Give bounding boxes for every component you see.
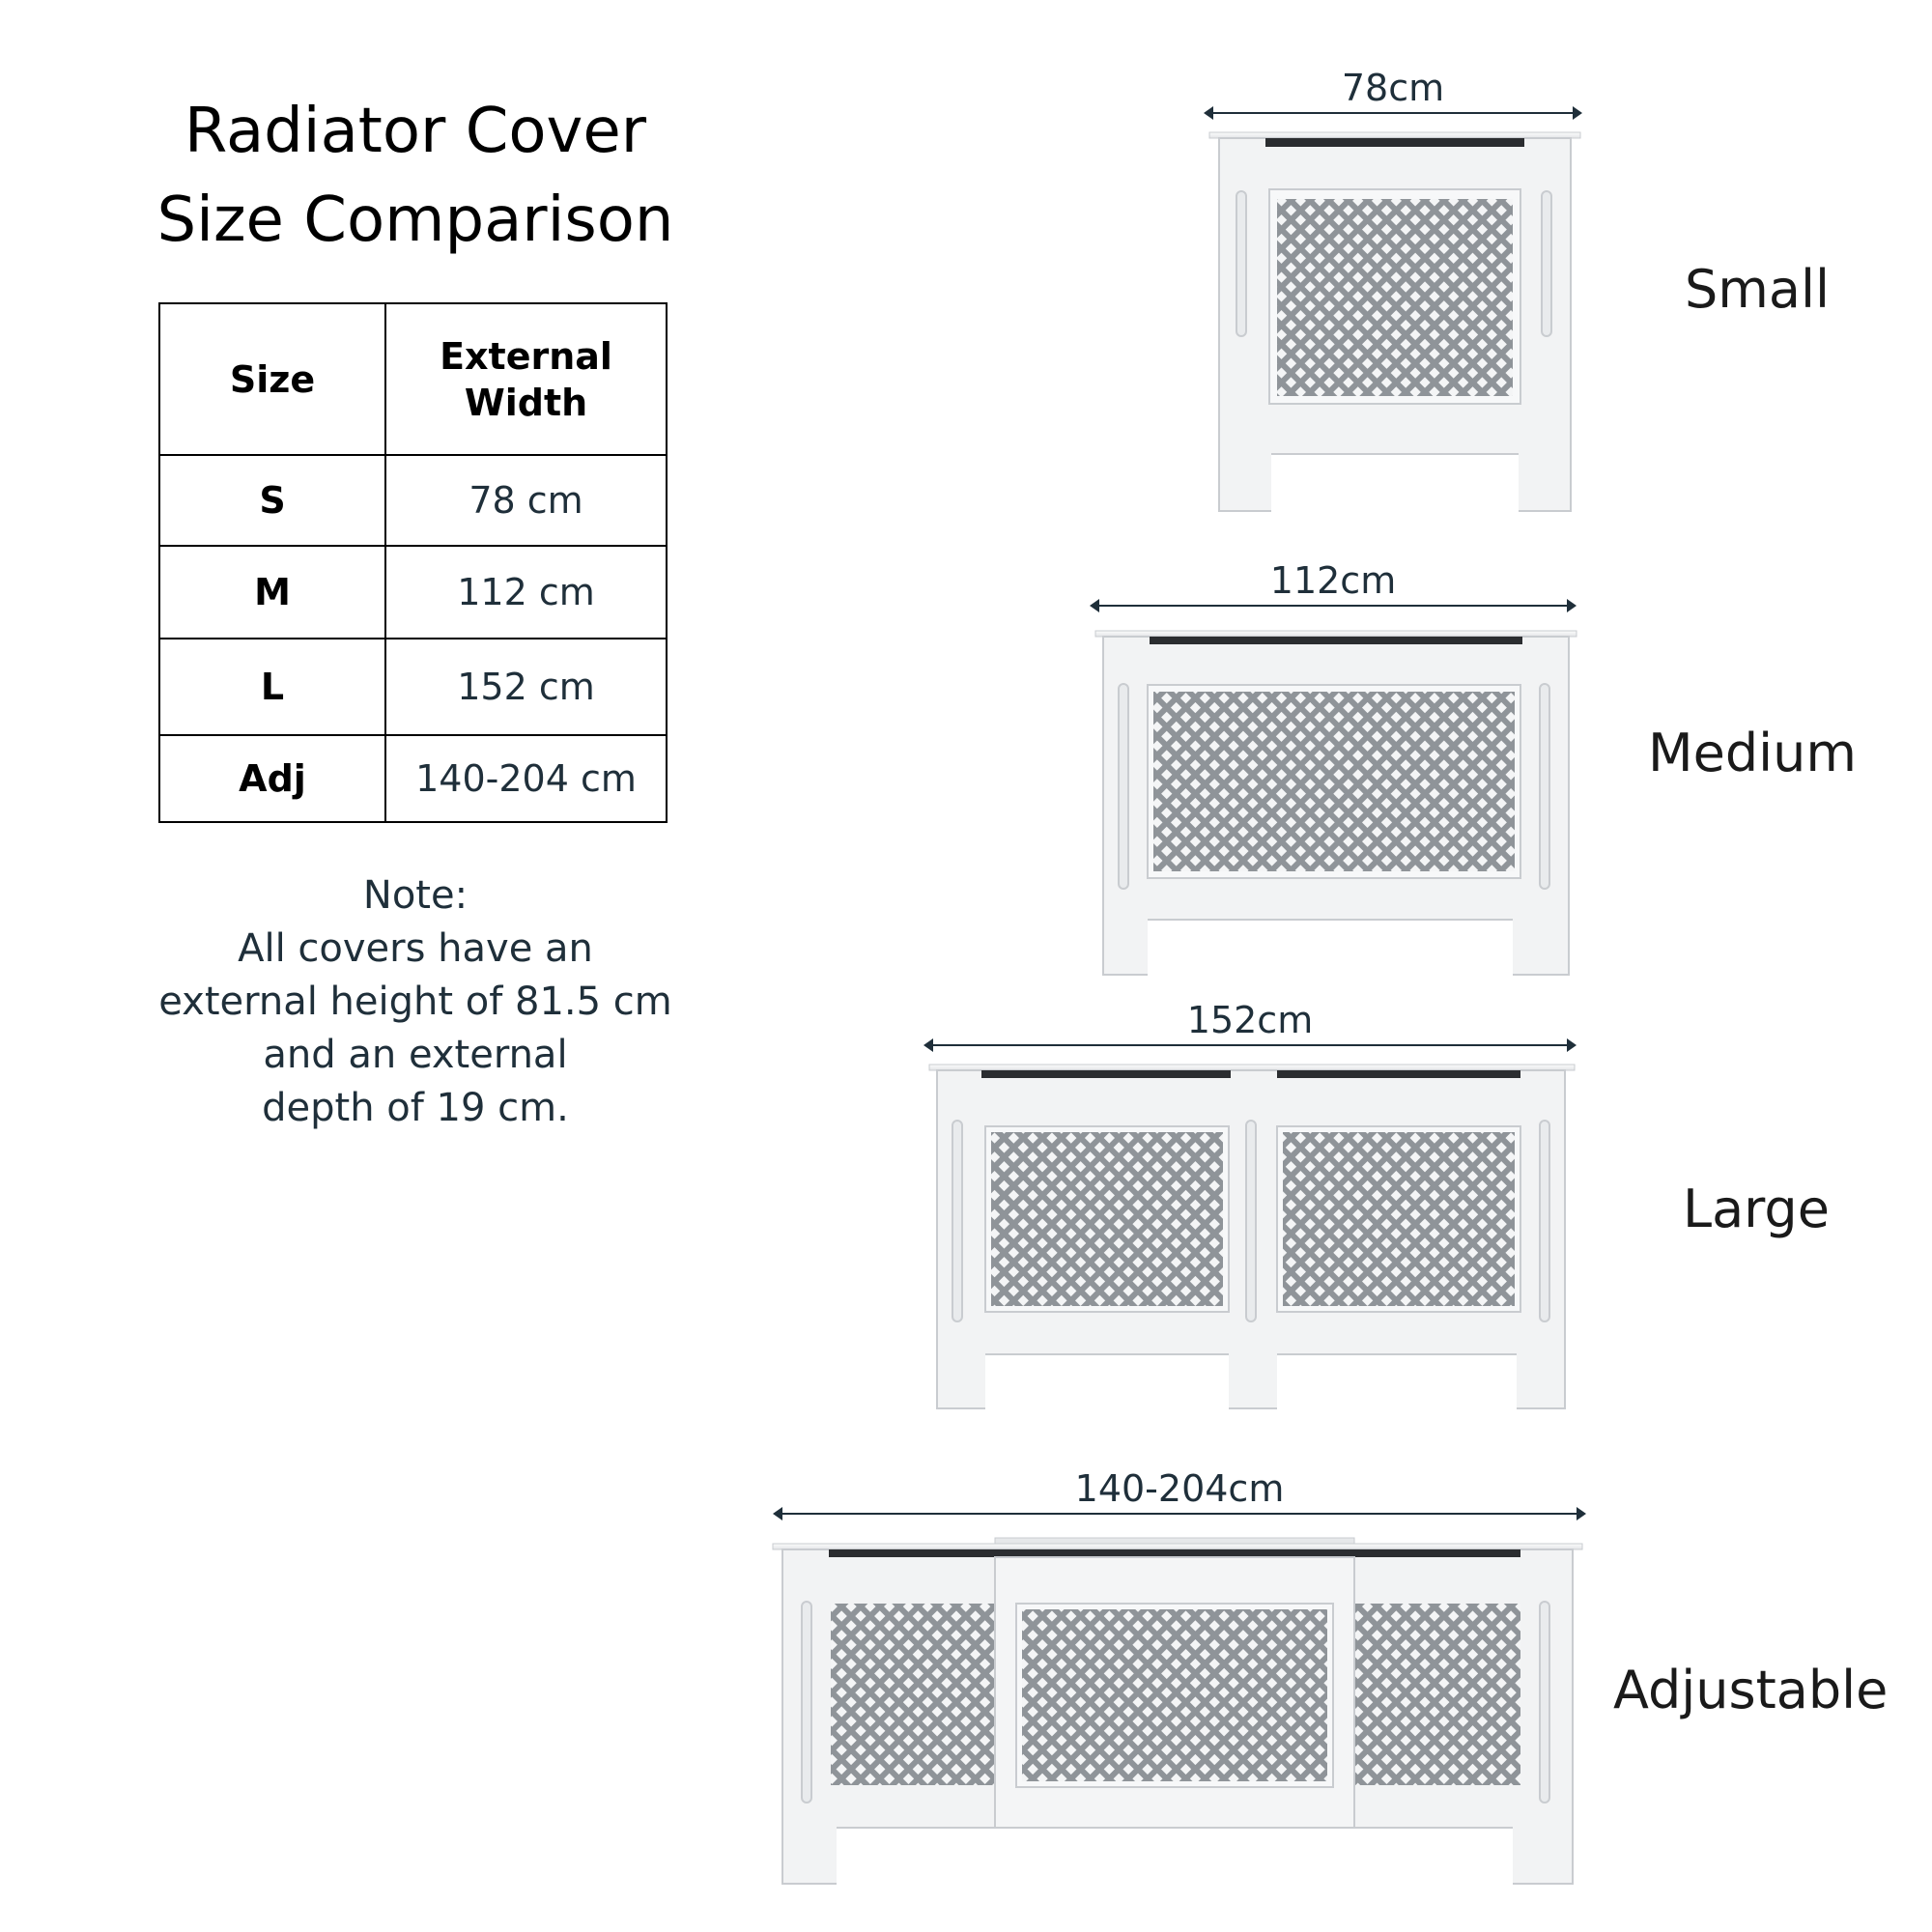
note-line: external height of 81.5 cm bbox=[158, 980, 672, 1024]
medium-radiator-cover-image bbox=[1094, 630, 1577, 978]
table-header-row: Size External Width bbox=[158, 302, 668, 456]
medium-width-label: 112cm bbox=[1269, 559, 1397, 602]
adjustable-width-label: 140-204cm bbox=[1074, 1467, 1285, 1510]
small-width-label: 78cm bbox=[1341, 67, 1445, 109]
row-width: 152 cm bbox=[384, 638, 668, 736]
table-row: S 78 cm bbox=[158, 454, 668, 547]
label-large: Large bbox=[1683, 1179, 1830, 1239]
title-line-2: Size Comparison bbox=[156, 185, 674, 256]
row-width: 112 cm bbox=[384, 545, 668, 639]
adjustable-radiator-cover-image bbox=[772, 1537, 1583, 1886]
large-width-label: 152cm bbox=[1186, 999, 1314, 1041]
table-row: L 152 cm bbox=[158, 638, 668, 736]
medium-width-dimension: 112cm bbox=[1090, 562, 1577, 612]
label-adjustable: Adjustable bbox=[1613, 1660, 1889, 1720]
small-radiator-cover-image bbox=[1208, 131, 1581, 514]
note-line: All covers have an bbox=[238, 926, 593, 971]
adjustable-width-arrow bbox=[773, 1507, 1586, 1520]
row-width: 140-204 cm bbox=[384, 734, 668, 823]
note-line: Note: bbox=[362, 873, 469, 918]
header-width-line-1: External bbox=[440, 334, 612, 378]
table-row: Adj 140-204 cm bbox=[158, 734, 668, 823]
note-line: depth of 19 cm. bbox=[262, 1086, 569, 1130]
row-size: L bbox=[158, 638, 386, 736]
header-size: Size bbox=[158, 302, 386, 456]
table-row: M 112 cm bbox=[158, 545, 668, 639]
small-width-dimension: 78cm bbox=[1204, 70, 1582, 120]
title-line-1: Radiator Cover bbox=[184, 96, 647, 167]
large-width-arrow bbox=[923, 1038, 1577, 1052]
row-size: Adj bbox=[158, 734, 386, 823]
note-line: and an external bbox=[263, 1033, 568, 1077]
note-text: Note: All covers have an external height… bbox=[77, 869, 753, 1135]
medium-width-arrow bbox=[1090, 599, 1577, 612]
size-table: Size External Width S 78 cm M 112 cm L 1… bbox=[158, 302, 668, 823]
row-size: M bbox=[158, 545, 386, 639]
header-width-line-2: Width bbox=[464, 381, 588, 424]
header-external-width: External Width bbox=[384, 302, 668, 456]
large-width-dimension: 152cm bbox=[923, 1002, 1577, 1052]
row-size: S bbox=[158, 454, 386, 547]
label-small: Small bbox=[1685, 259, 1830, 320]
large-radiator-cover-image bbox=[928, 1064, 1576, 1412]
small-width-arrow bbox=[1204, 106, 1582, 120]
row-width: 78 cm bbox=[384, 454, 668, 547]
label-medium: Medium bbox=[1648, 723, 1857, 783]
page-title: Radiator Cover Size Comparison bbox=[77, 87, 753, 265]
adjustable-width-dimension: 140-204cm bbox=[773, 1470, 1586, 1520]
